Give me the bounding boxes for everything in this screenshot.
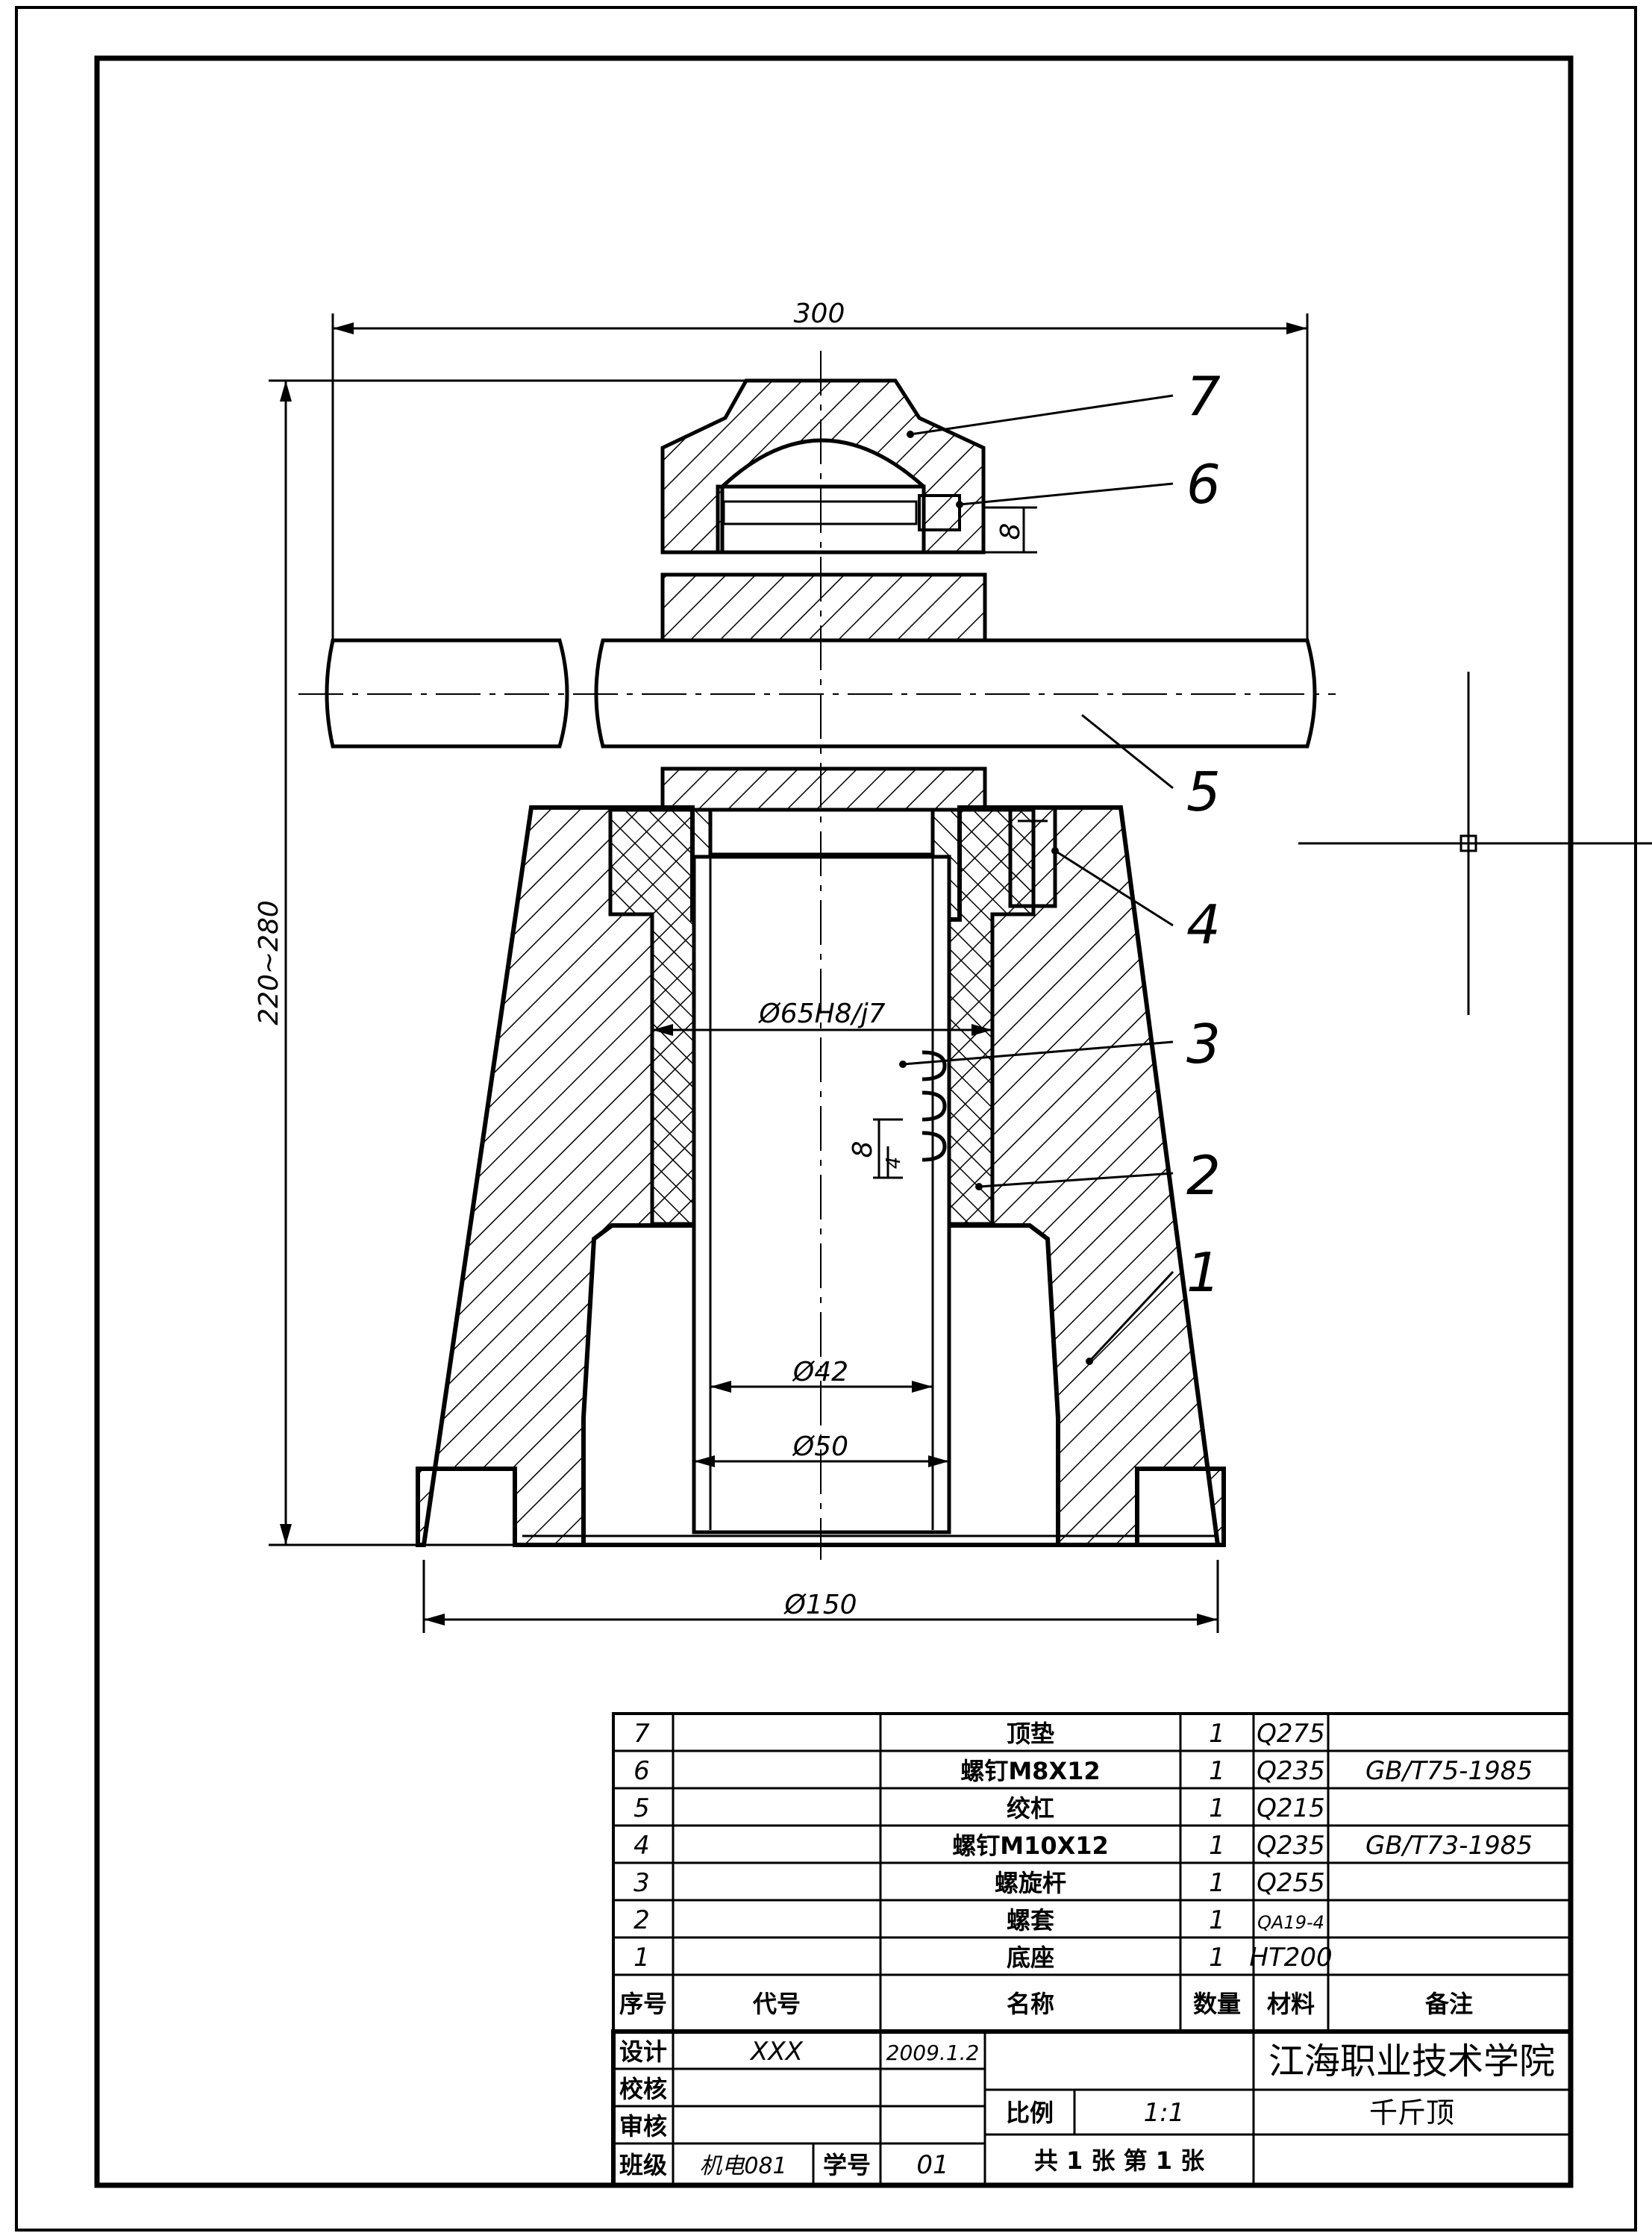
row-note: GB/T75-1985 [1365,1756,1533,1786]
class-label: 班级 [619,2151,667,2179]
part-set-screw-base [1008,805,1057,908]
header-note: 备注 [1425,1990,1473,2018]
scale-value: 1:1 [1144,2098,1185,2128]
student-no: 01 [916,2150,948,2180]
part-base [416,805,1226,1547]
dimension-lines [269,313,1309,1633]
row-qty: 1 [1209,1719,1225,1749]
row-name: 顶垫 [1007,1720,1054,1748]
row-no: 2 [633,1905,650,1935]
dim-overall-width: 300 [794,299,845,329]
row-material: QA19-4 [1257,1912,1324,1933]
callout-2: 2 [1186,1144,1221,1207]
design-label: 设计 [619,2037,667,2066]
design-date: 2009.1.2 [886,2040,980,2065]
row-name: 螺钉M8X12 [960,1757,1100,1785]
row-qty: 1 [1209,1905,1225,1935]
sheet-count: 共 1 张 第 1 张 [1034,2146,1204,2175]
dim-thread-pitch: 8 [848,1141,878,1158]
callout-5: 5 [1186,761,1221,823]
row-no: 4 [633,1831,650,1861]
student-no-label: 学号 [823,2151,871,2179]
title-block-grid [611,2029,1573,2188]
dim-height-range: 220~280 [254,900,284,1025]
outer-frame [15,6,1637,2232]
part-set-screw-top [918,494,961,531]
part-title: 千斤顶 [1369,2096,1454,2129]
callout-7: 7 [1186,365,1221,428]
leader-lines [902,394,1174,1363]
scale-label: 比例 [1006,2099,1054,2127]
row-no: 5 [633,1793,650,1823]
designer-name: XXX [749,2037,804,2067]
dim-inner-diameter: Ø42 [792,1357,848,1387]
row-no: 1 [633,1943,650,1973]
row-no: 3 [633,1868,650,1898]
dim-bore-fit: Ø65H8/j7 [757,999,885,1029]
row-name: 螺钉M10X12 [952,1832,1109,1860]
dimension-arrows [280,322,1307,1626]
header-name: 名称 [1007,1990,1054,2018]
check-label: 校核 [619,2075,667,2103]
dim-base-diameter: Ø150 [783,1590,857,1620]
row-qty: 1 [1209,1868,1225,1898]
header-code: 代号 [752,1990,801,2018]
header-no: 序号 [619,1990,667,2018]
row-name: 螺套 [1007,1906,1054,1934]
row-material: Q215 [1257,1793,1325,1823]
row-material: Q275 [1257,1719,1325,1749]
part-top-cap [660,378,986,555]
header-material: 材料 [1267,1990,1315,2018]
callout-6: 6 [1186,453,1221,516]
row-qty: 1 [1209,1943,1225,1973]
row-qty: 1 [1209,1831,1225,1861]
callout-1: 1 [1186,1241,1221,1304]
row-qty: 1 [1209,1793,1225,1823]
dim-outer-diameter: Ø50 [792,1431,848,1462]
review-label: 审核 [619,2112,667,2140]
row-name: 底座 [1007,1943,1054,1972]
row-name: 绞杠 [1007,1794,1054,1823]
class-value: 机电081 [699,2153,786,2179]
title-block-text: 设计 XXX 2009.1.2 校核 审核 班级 机电081 学号 01 比例 … [619,2037,1555,2180]
centerlines [298,351,1336,1560]
callout-3: 3 [1186,1013,1221,1075]
row-material: Q255 [1257,1868,1325,1898]
cursor-crosshair [1298,672,1652,1015]
dim-screw-pitch: 8 [995,523,1026,540]
row-name: 螺旋杆 [995,1869,1066,1897]
row-material: HT200 [1249,1943,1332,1973]
row-note: GB/T73-1985 [1365,1831,1533,1861]
dim-thread-depth: 4 [883,1157,905,1170]
parts-list-rows: 7 顶垫 1 Q275 6 螺钉M8X12 1 Q235 GB/T75-1985… [619,1719,1533,2018]
row-qty: 1 [1209,1756,1225,1786]
row-no: 7 [633,1719,650,1749]
school-name: 江海职业技术学院 [1268,2040,1555,2082]
header-qty: 数量 [1193,1990,1241,2018]
row-material: Q235 [1257,1756,1325,1786]
row-material: Q235 [1257,1831,1325,1861]
leader-dots [899,431,1093,1365]
row-no: 6 [633,1756,650,1786]
callout-4: 4 [1186,893,1221,956]
